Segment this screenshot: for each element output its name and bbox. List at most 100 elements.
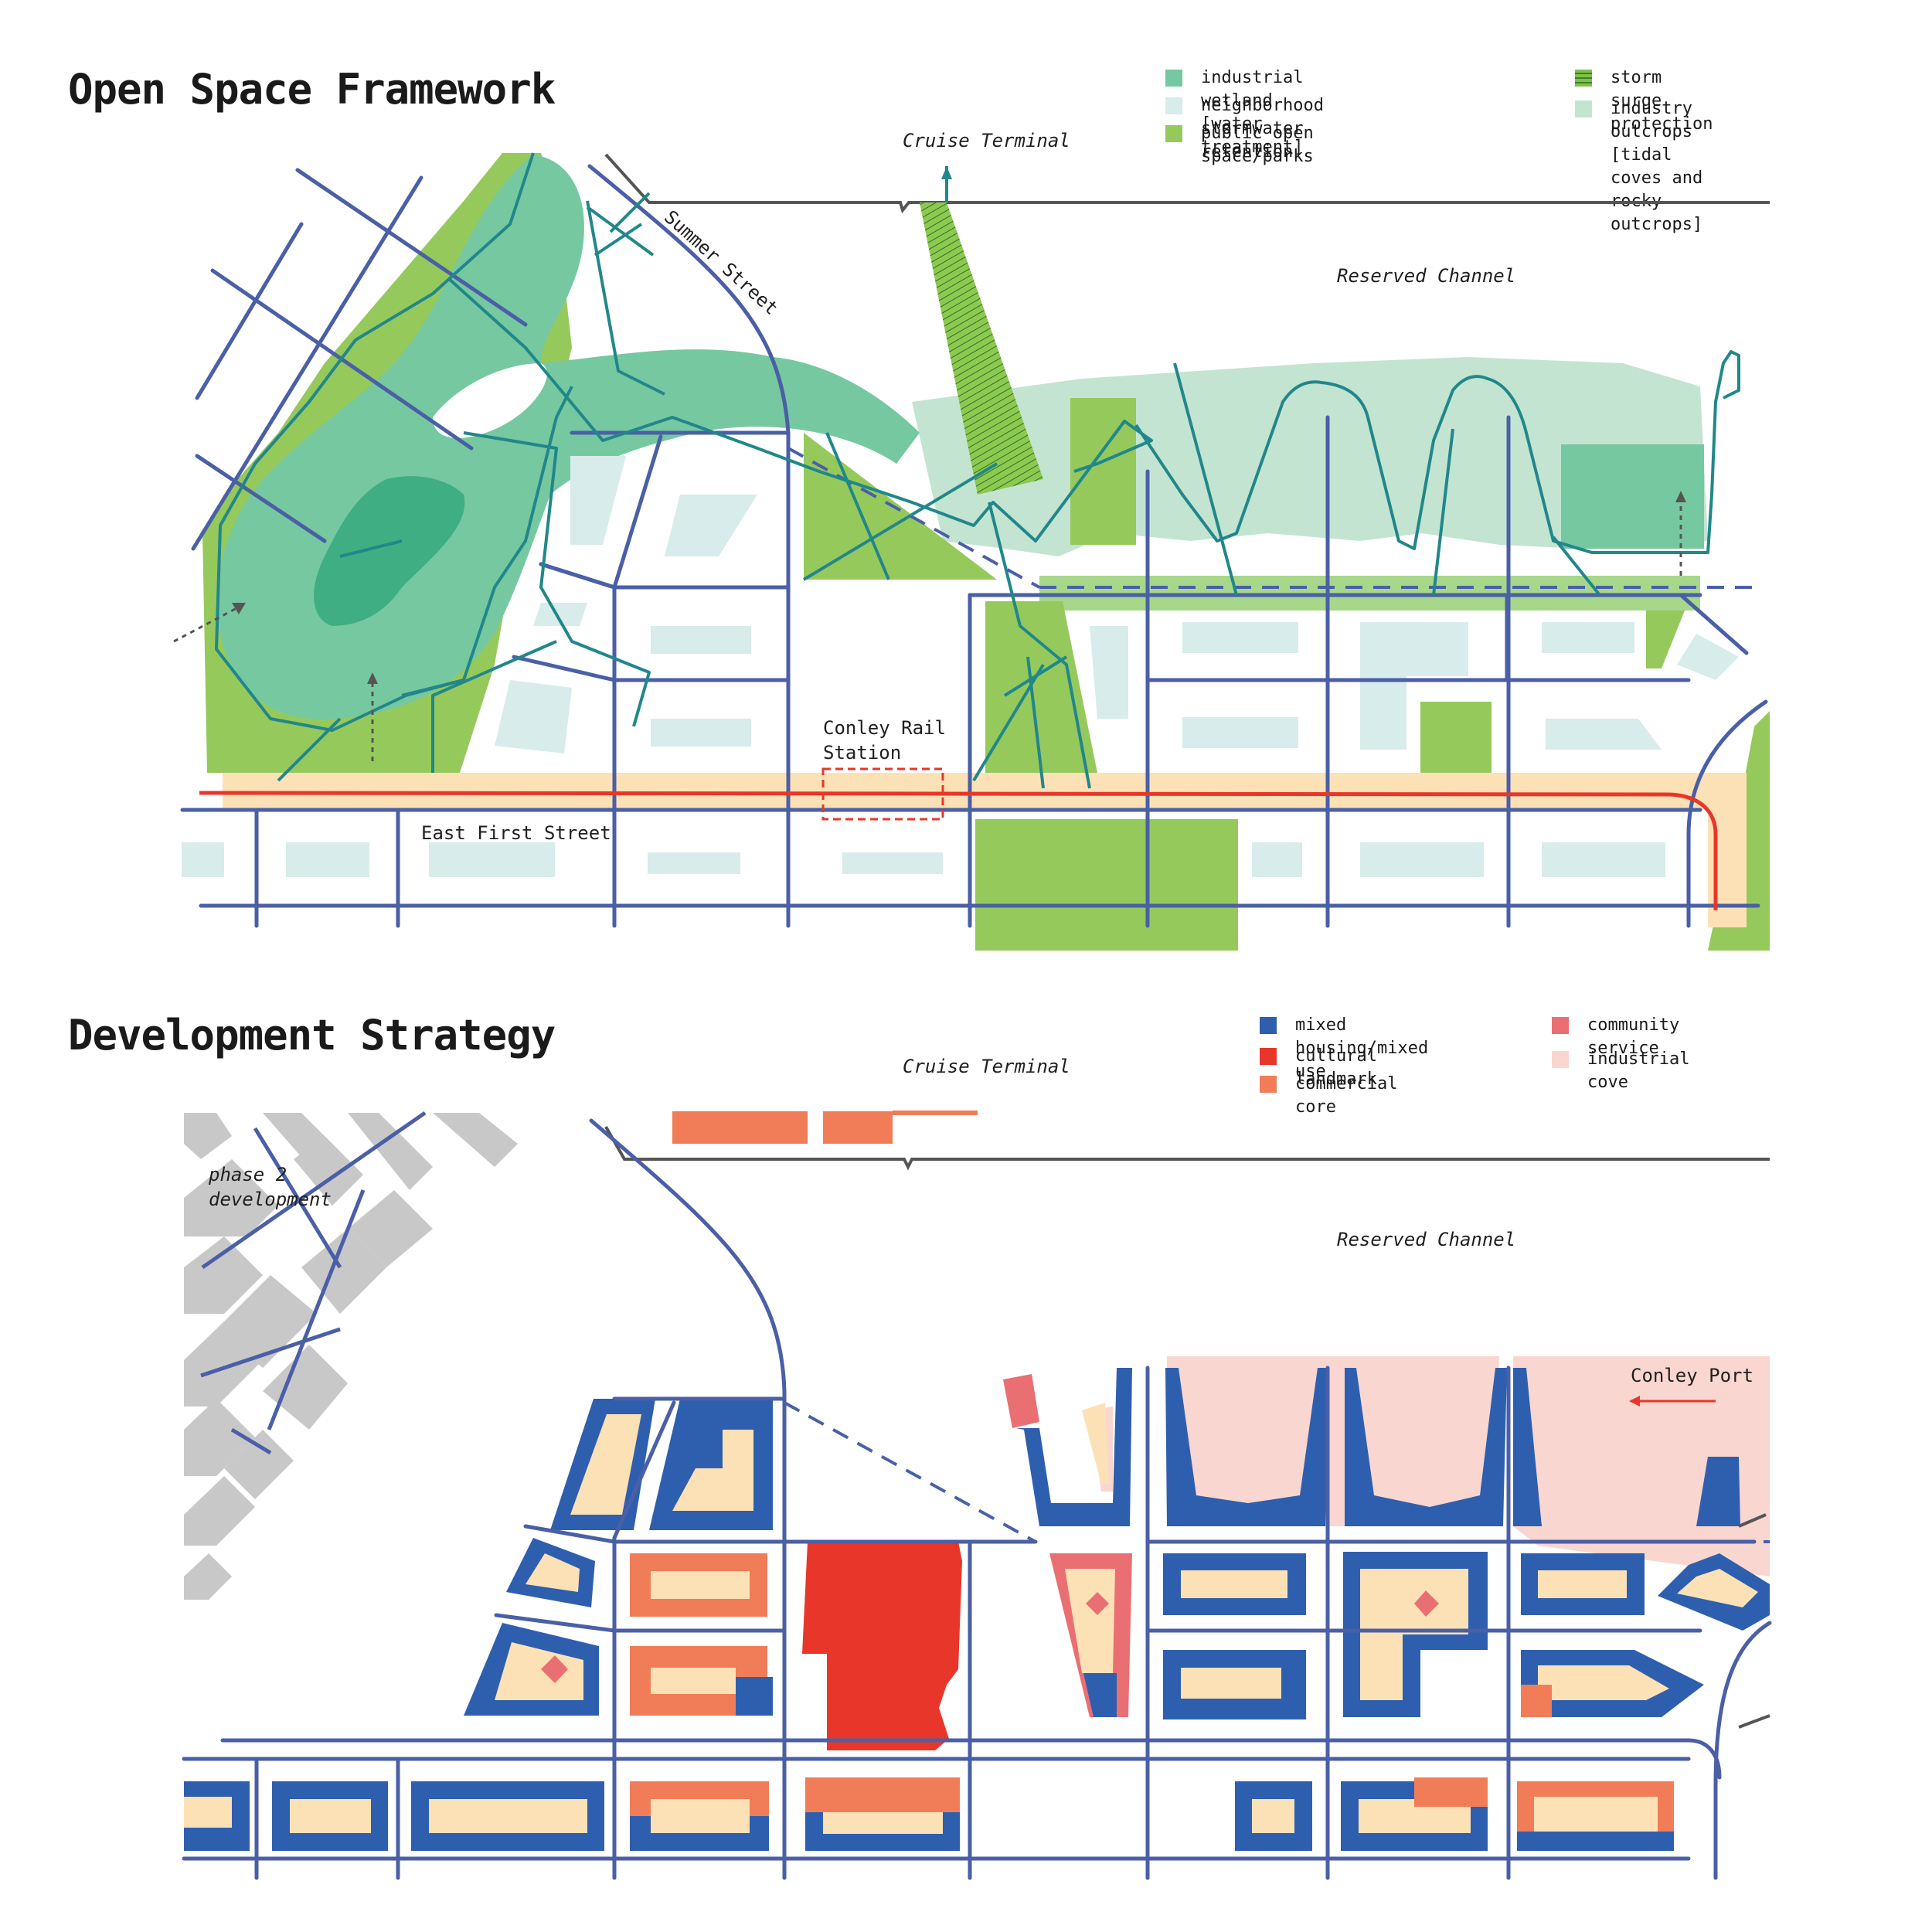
- conley-rail-station-label-2: Station: [823, 742, 901, 764]
- reserved-channel-label: Reserved Channel: [1337, 1229, 1515, 1250]
- public-park-square: [1420, 702, 1492, 773]
- block-mixed-housing: [1345, 1368, 1507, 1526]
- block-infill: [651, 1668, 736, 1694]
- development-map: Cruise Terminal Reserved Channel phase 2…: [182, 1056, 1772, 1880]
- legend-label: community service: [1587, 1015, 1680, 1058]
- public-park-wedge: [985, 601, 1097, 773]
- block-commercial: [1521, 1685, 1552, 1717]
- block-infill: [429, 1799, 587, 1833]
- legend-label: industrial wetland [water treatment]: [1201, 68, 1304, 157]
- legend-label: storm surge protection: [1611, 68, 1713, 134]
- street-network: [180, 164, 1768, 928]
- legend-item-mixed-housing: mixed housing/mixed use: [1260, 1014, 1428, 1083]
- wetland-core: [314, 476, 465, 626]
- legend-swatch-community-service: [1552, 1017, 1569, 1034]
- cultural-landmark: [802, 1542, 962, 1750]
- block-mixed-housing: [736, 1677, 773, 1716]
- teal-path-network: [215, 152, 1740, 789]
- arrow-left-icon: [1629, 1396, 1640, 1406]
- block-infill: [1538, 1570, 1627, 1598]
- conley-port-label: Conley Port: [1631, 1365, 1753, 1386]
- legend-label: public open space/parks: [1201, 124, 1314, 166]
- block-infill: [290, 1799, 371, 1833]
- block-infill: [184, 1797, 232, 1828]
- block-infill: [495, 1642, 583, 1700]
- cruise-terminal-arrow-icon: [941, 166, 952, 179]
- arrow-head-icon: [1675, 491, 1686, 502]
- block-infill: [651, 1799, 750, 1833]
- channel-edge: [604, 1126, 1770, 1171]
- block-mixed-housing: [1083, 1673, 1117, 1717]
- block-infill: [526, 1553, 580, 1592]
- block-infill: [1181, 1570, 1287, 1598]
- public-park-small-east: [1646, 611, 1685, 668]
- dashed-alignment: [787, 447, 1754, 589]
- legend-label: cultural landmark: [1295, 1046, 1377, 1089]
- legend-swatch-industry-outcrops: [1575, 100, 1592, 117]
- channel-stubs: [1738, 1513, 1770, 1729]
- block-infill: [1181, 1668, 1281, 1699]
- block-community-service: [1003, 1374, 1039, 1428]
- conley-rail-station-label-1: Conley Rail: [823, 717, 946, 739]
- block-mixed-housing: [1513, 1368, 1542, 1526]
- block-infill: [570, 1414, 641, 1515]
- legend-swatch-stormwater-retention: [1165, 97, 1182, 114]
- block-mixed-housing: [1696, 1457, 1740, 1526]
- block-infill: [1538, 1665, 1669, 1700]
- block-community-service: [1414, 1590, 1439, 1617]
- legend-swatch-public-open-space: [1165, 125, 1182, 142]
- east-first-street-label: East First Street: [421, 822, 611, 844]
- block-infill: [1360, 1569, 1468, 1700]
- cruise-terminal-label: Cruise Terminal: [903, 1056, 1070, 1077]
- legend-item-stormwater-retention: neighborhood stormwater retention: [1165, 94, 1324, 164]
- cruise-terminal-building: [672, 1111, 808, 1144]
- block-community-service: [541, 1655, 568, 1683]
- legend-item-commercial-core: commercial core: [1260, 1073, 1397, 1119]
- legend-swatch-mixed-housing: [1260, 1017, 1277, 1034]
- block-infill: [1065, 1569, 1115, 1673]
- block-infill: [1252, 1799, 1294, 1833]
- conley-station-box: [821, 767, 944, 821]
- legend-swatch-cultural-landmark: [1260, 1048, 1277, 1065]
- block-infill: [1082, 1403, 1109, 1484]
- block-infill: [823, 1812, 943, 1834]
- dashed-alignment: [784, 1401, 1770, 1543]
- block-mixed-housing: [1016, 1368, 1132, 1526]
- summer-street-label: Summer Street: [660, 206, 782, 320]
- phase2-label-line2: development: [209, 1189, 332, 1210]
- phase2-streets: [200, 1111, 427, 1455]
- legend-swatch-commercial-core: [1260, 1076, 1277, 1093]
- legend-label: neighborhood stormwater retention: [1201, 96, 1324, 162]
- legend-label: industrial cove: [1587, 1049, 1690, 1092]
- block-infill: [1677, 1569, 1758, 1607]
- legend-swatch-industrial-cove: [1552, 1051, 1569, 1068]
- legend-item-industrial-wetland: industrial wetland [water treatment]: [1165, 66, 1303, 159]
- public-park-central: [804, 433, 997, 580]
- block-infill: [1534, 1797, 1658, 1832]
- wetland-cove: [433, 363, 547, 438]
- legend-item-industry-outcrops: industry outcrops [tidal coves and rocky…: [1575, 97, 1702, 236]
- rail-line: [199, 791, 1718, 910]
- arrow-head-icon: [232, 603, 246, 614]
- stormwater-retention: [182, 456, 1739, 877]
- development-strategy-title: Development Strategy: [68, 1011, 556, 1060]
- block-infill: [672, 1430, 753, 1511]
- phase2-development: [184, 1113, 518, 1600]
- block-commercial: [1414, 1777, 1488, 1807]
- arrow-head-icon: [367, 672, 378, 684]
- legend-item-cultural-landmark: cultural landmark: [1260, 1045, 1377, 1091]
- legend-swatch-storm-surge: [1575, 70, 1592, 87]
- block-mixed-housing: [1517, 1832, 1674, 1851]
- cruise-terminal-label: Cruise Terminal: [903, 130, 1070, 151]
- storm-surge-protection: [920, 202, 1043, 495]
- block-mixed-housing: [1165, 1368, 1329, 1526]
- reserved-channel-label: Reserved Channel: [1337, 265, 1515, 287]
- development-blocks: [184, 1368, 1770, 1851]
- open-space-framework-title: Open Space Framework: [68, 65, 556, 114]
- block-infill: [651, 1571, 750, 1599]
- legend-swatch-industrial-wetland: [1165, 70, 1182, 87]
- street-network: [182, 1118, 1772, 1880]
- block-community-service: [1086, 1592, 1109, 1615]
- phase2-label-line1: phase 2: [208, 1164, 287, 1185]
- legend-label: industry outcrops [tidal coves and rocky…: [1611, 99, 1703, 234]
